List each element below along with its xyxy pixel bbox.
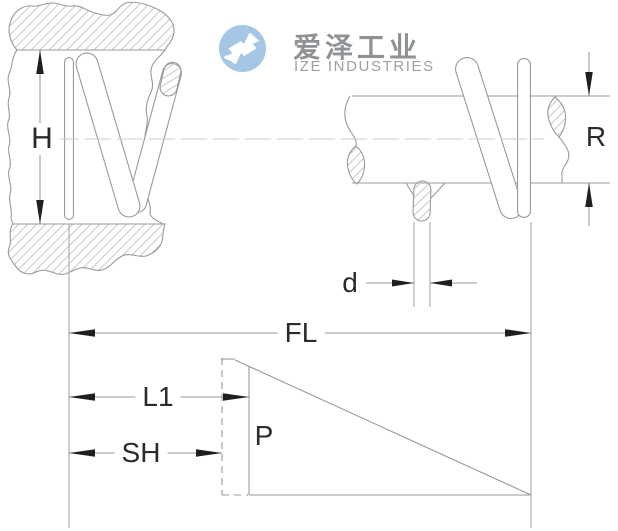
company-name-cn: 爱泽工业: [293, 32, 422, 63]
company-logo: 爱泽工业 IZE INDUSTRIES: [219, 24, 618, 76]
spring-wires-section: [64, 52, 182, 220]
housing-edge-left: [7, 49, 18, 225]
dim-label-height: H: [24, 123, 60, 155]
dim-label-pitch: P: [254, 420, 274, 451]
shaft-break-lens-right: [547, 96, 567, 138]
housing-section-view: [7, 1, 175, 275]
dim-label-l1: L1: [135, 382, 181, 412]
cut-wire-end-section: [159, 61, 182, 97]
company-name-en: IZE INDUSTRIES: [294, 58, 435, 75]
triangle-hypotenuse: [234, 359, 532, 496]
pitch-triangle: [221, 358, 532, 496]
spring-wires-shaft: [455, 57, 531, 219]
dim-label-radius: R: [585, 121, 607, 152]
dim-label-free-length: FL: [277, 318, 325, 348]
cut-wire-end-shaft: [412, 180, 432, 222]
dim-label-wire-diameter: d: [342, 267, 358, 298]
housing-hatch-top: [8, 1, 175, 51]
dim-label-solid-height: SH: [114, 438, 168, 468]
ize-logo-icon: [219, 25, 266, 72]
shaft-break-lens-left: [346, 145, 366, 185]
dimension-arrowheads: [36, 50, 593, 457]
housing-hatch-bottom: [7, 223, 166, 275]
